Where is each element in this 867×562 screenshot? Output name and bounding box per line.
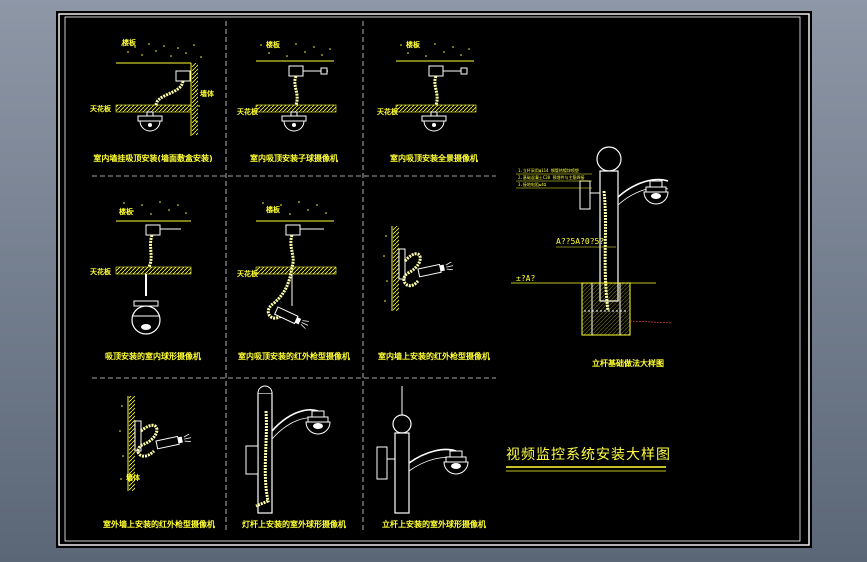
label-floor-1: 楼板 — [122, 39, 136, 47]
label-floor-2: 楼板 — [266, 41, 280, 49]
dim-upper: A??5A?0?5? — [556, 237, 605, 246]
label-wall-1: 墙体 — [200, 90, 214, 98]
label-ceiling-5: 天花板 — [237, 270, 258, 278]
caption-cell-1: 室内墙挂吸顶安装(墙面敷盒安装) — [93, 154, 213, 163]
dim-lower: ±?A? — [516, 274, 536, 283]
caption-cell-3: 室内吸顶安装全景摄像机 — [390, 154, 478, 163]
label-ceiling-3: 天花板 — [377, 108, 398, 116]
label-ceiling-1: 天花板 — [90, 105, 111, 113]
caption-cell-2: 室内吸顶安装子球摄像机 — [250, 154, 338, 163]
cad-drawing — [58, 13, 810, 546]
caption-cell-8: 灯杆上安装的室外球形摄像机 — [242, 520, 346, 529]
drawing-canvas: 室内墙挂吸顶安装(墙面敷盒安装) 室内吸顶安装子球摄像机 室内吸顶安装全景摄像机… — [56, 11, 812, 548]
caption-cell-6: 室内墙上安装的红外枪型摄像机 — [378, 352, 490, 361]
label-wall-7: 墙体 — [126, 474, 140, 482]
label-floor-4: 楼板 — [119, 208, 133, 216]
label-floor-3: 楼板 — [406, 41, 420, 49]
caption-cell-7: 室外墙上安装的红外枪型摄像机 — [103, 520, 215, 529]
label-ceiling-2: 天花板 — [237, 108, 258, 116]
note-1: 1.立杆采用φ114 钢管热镀锌喷塑 — [518, 168, 579, 173]
note-3: 3.接地电阻≤4Ω — [518, 182, 547, 187]
caption-cell-9: 立杆上安装的室外球形摄像机 — [382, 520, 486, 529]
caption-foundation: 立杆基础做法大样图 — [592, 359, 664, 368]
drawing-title: 视频监控系统安装大样图 — [506, 447, 671, 463]
label-ceiling-4: 天花板 — [90, 268, 111, 276]
caption-cell-5: 室内吸顶安装的红外枪型摄像机 — [238, 352, 350, 361]
label-floor-5: 楼板 — [266, 206, 280, 214]
note-2: 2.基础混凝土C20 预埋件与主筋焊接 — [518, 175, 585, 180]
caption-cell-4: 吸顶安装的室内球形摄像机 — [105, 352, 201, 361]
